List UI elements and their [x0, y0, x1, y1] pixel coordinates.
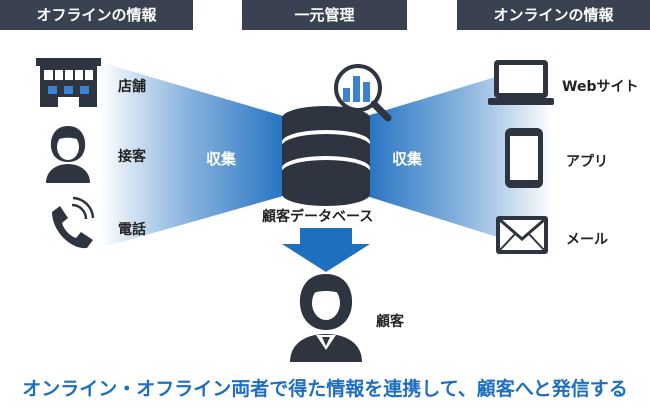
laptop-icon [488, 60, 554, 105]
label-database: 顧客データベース [262, 209, 374, 225]
label-customer: 顧客 [376, 314, 404, 330]
header-central: 一元管理 [242, 0, 407, 30]
collect-label-left: 収集 [206, 150, 237, 168]
label-website: Webサイト [562, 79, 639, 95]
store-icon [36, 58, 101, 107]
collect-funnel-left [100, 62, 290, 248]
chart-magnifier-icon [334, 64, 392, 122]
phone-icon [52, 196, 95, 249]
staff-icon [46, 126, 90, 183]
collect-funnel-right [360, 60, 552, 254]
collect-label-right: 収集 [392, 150, 423, 168]
header-online: オンラインの情報 [457, 0, 650, 30]
database-icon [282, 106, 370, 206]
smartphone-icon [505, 128, 543, 188]
arrow-down-icon [282, 228, 370, 272]
label-store: 店舗 [118, 79, 146, 95]
footer-caption: オンライン・オフライン両者で得た情報を連携して、顧客へと発信する [22, 378, 628, 400]
label-staff: 接客 [118, 149, 146, 165]
label-phone: 電話 [118, 222, 146, 238]
customer-icon [290, 274, 362, 362]
label-mail: メール [566, 232, 608, 248]
header-offline: オフラインの情報 [0, 0, 193, 30]
label-app: アプリ [566, 154, 608, 170]
mail-icon [496, 216, 548, 254]
